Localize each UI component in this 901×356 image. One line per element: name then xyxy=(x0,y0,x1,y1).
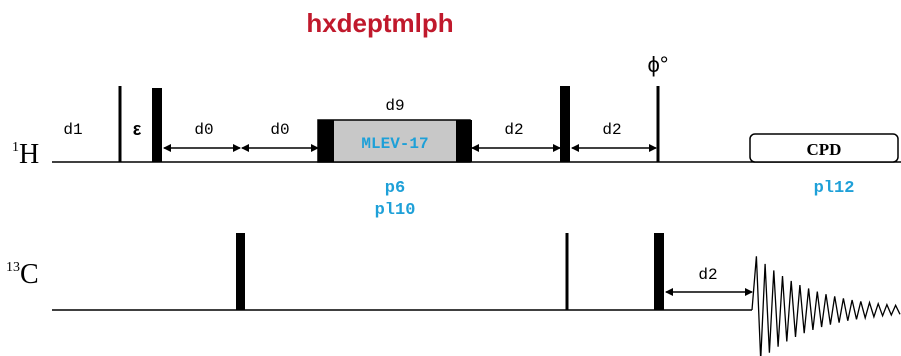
delay-d9: d9 xyxy=(385,97,404,115)
c-label-main: C xyxy=(20,259,39,290)
param-pl12: pl12 xyxy=(814,179,855,198)
delay-d0-1: d0 xyxy=(194,121,213,139)
c-label-sup: 13 xyxy=(6,260,20,275)
mlev-left-pulse xyxy=(318,120,334,162)
delay-d2-3: d2 xyxy=(698,266,717,284)
h-thick-pulse-1 xyxy=(152,88,162,162)
mlev-label: MLEV-17 xyxy=(361,135,428,153)
h-channel-label: 1H xyxy=(12,139,39,170)
c-channel-label: 13C xyxy=(6,259,39,290)
delay-d2-1: d2 xyxy=(504,121,523,139)
param-p6: p6 xyxy=(385,179,405,198)
mlev-right-pulse xyxy=(456,120,472,162)
phase-label: ϕ° xyxy=(647,52,668,77)
h-thick-pulse-2 xyxy=(560,86,570,162)
param-pl10: pl10 xyxy=(375,201,416,220)
delay-epsilon: ε xyxy=(133,119,142,139)
mlev-block xyxy=(317,119,471,163)
c-thick-pulse-2 xyxy=(654,233,664,310)
h-label-sup: 1 xyxy=(12,140,19,155)
sequence-title: hxdeptmlph xyxy=(306,8,453,38)
cpd-label: CPD xyxy=(807,140,842,159)
delay-d0-2: d0 xyxy=(270,121,289,139)
c-thick-pulse-1 xyxy=(236,233,245,310)
fid-signal xyxy=(751,256,901,356)
delay-d1: d1 xyxy=(63,121,82,139)
cpd-box xyxy=(749,133,899,163)
h-label-main: H xyxy=(19,139,39,170)
delay-d2-2: d2 xyxy=(602,121,621,139)
